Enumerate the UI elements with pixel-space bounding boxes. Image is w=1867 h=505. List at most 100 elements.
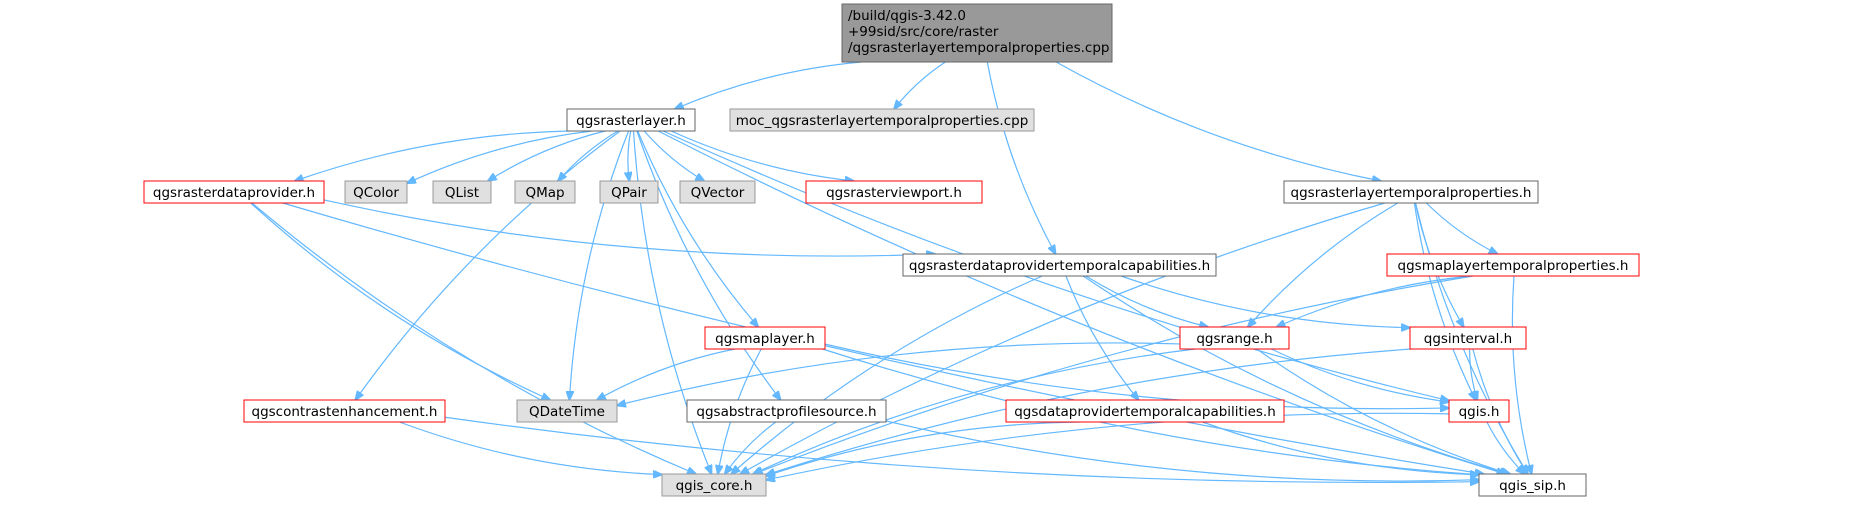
- node-qlist-label: QList: [445, 185, 479, 201]
- node-viewport[interactable]: qgsrasterviewport.h: [805, 180, 983, 204]
- node-rasterlayer[interactable]: qgsrasterlayer.h: [566, 108, 696, 132]
- node-rdptc-label: qgsrasterdataprovidertemporalcapabilitie…: [909, 258, 1210, 274]
- edge-mltp-to-sip: [1511, 275, 1531, 474]
- edge-dptc-to-sip: [1202, 421, 1479, 475]
- node-contrast-label: qgscontrastenhancement.h: [252, 404, 438, 420]
- node-qmap[interactable]: QMap: [514, 180, 576, 204]
- edge-rdptc-to-dptc: [1065, 275, 1139, 400]
- edge-qgis-to-sip: [1486, 421, 1525, 474]
- node-range-box: [1179, 326, 1290, 350]
- node-maplayer-box: [704, 326, 826, 350]
- node-rasterlayer-box: [566, 108, 696, 132]
- node-range[interactable]: qgsrange.h: [1179, 326, 1290, 350]
- edge-rasterlayer-to-contrast: [355, 130, 621, 400]
- node-sip[interactable]: qgis_sip.h: [1478, 473, 1587, 497]
- node-rdp[interactable]: qgsrasterdataprovider.h: [143, 180, 325, 204]
- edge-rasterlayer-to-sip: [657, 130, 1505, 474]
- edge-root-to-rltp: [1055, 61, 1381, 181]
- node-core-label: qgis_core.h: [676, 478, 753, 494]
- edge-rasterlayer-to-qgis: [662, 130, 1449, 401]
- node-qvector-label: QVector: [691, 185, 745, 201]
- node-qvector-box: [679, 180, 756, 204]
- edge-rdptc-to-range: [1085, 275, 1208, 327]
- edge-rltp-to-mltp: [1425, 202, 1497, 254]
- node-dptc[interactable]: qgsdataprovidertemporalcapabilities.h: [1005, 399, 1285, 423]
- node-sip-box: [1478, 473, 1587, 497]
- node-interval[interactable]: qgsinterval.h: [1409, 326, 1527, 350]
- node-root-label-line-2: /qgsrasterlayertemporalproperties.cpp: [848, 40, 1110, 56]
- node-aps[interactable]: qgsabstractprofilesource.h: [686, 399, 887, 423]
- node-contrast-box: [243, 399, 446, 423]
- node-rdp-box: [143, 180, 325, 204]
- node-viewport-box: [805, 180, 983, 204]
- node-core[interactable]: qgis_core.h: [661, 473, 767, 497]
- edge-contrast-to-sip: [444, 416, 1479, 482]
- node-rltp-label: qgsrasterlayertemporalproperties.h: [1291, 185, 1532, 201]
- node-qpair-box: [599, 180, 659, 204]
- node-rdptc[interactable]: qgsrasterdataprovidertemporalcapabilitie…: [902, 253, 1217, 277]
- edges-layer: [250, 61, 1532, 482]
- node-qgis[interactable]: qgis.h: [1448, 399, 1510, 423]
- edge-rasterlayer-to-qcolor: [407, 130, 593, 183]
- edge-maplayer-to-qdatetime: [597, 348, 736, 400]
- node-qlist[interactable]: QList: [432, 180, 492, 204]
- node-qmap-box: [514, 180, 576, 204]
- node-qmap-label: QMap: [525, 185, 564, 201]
- edge-range-to-qgis: [1271, 348, 1449, 402]
- node-qcolor[interactable]: QColor: [344, 180, 408, 204]
- node-rltp[interactable]: qgsrasterlayertemporalproperties.h: [1283, 180, 1539, 204]
- node-qlist-box: [432, 180, 492, 204]
- edge-root-to-rdptc: [986, 61, 1055, 254]
- node-rasterlayer-label: qgsrasterlayer.h: [576, 113, 686, 129]
- node-qdatetime-label: QDateTime: [529, 404, 605, 420]
- node-interval-label: qgsinterval.h: [1424, 331, 1513, 347]
- edge-dptc-to-core: [766, 421, 1081, 476]
- node-root[interactable]: /build/qgis-3.42.0+99sid/src/core/raster…: [841, 3, 1113, 63]
- node-qcolor-label: QColor: [353, 185, 399, 201]
- node-mltp-box: [1386, 253, 1640, 277]
- node-sip-label: qgis_sip.h: [1499, 478, 1566, 494]
- node-maplayer[interactable]: qgsmaplayer.h: [704, 326, 826, 350]
- edge-rasterlayer-to-qlist: [488, 130, 606, 181]
- edge-rdp-to-core: [251, 202, 696, 474]
- node-dptc-box: [1005, 399, 1285, 423]
- edge-rdp-to-sip: [282, 202, 1484, 474]
- node-moc[interactable]: moc_qgsrasterlayertemporalproperties.cpp: [729, 108, 1035, 132]
- node-qpair-label: QPair: [611, 185, 647, 201]
- edge-interval-to-qgis: [1469, 348, 1478, 400]
- edge-rasterlayer-to-viewport: [670, 130, 854, 181]
- edge-rasterlayer-to-qpair: [628, 130, 631, 181]
- node-aps-box: [686, 399, 887, 423]
- node-root-label-line-1: +99sid/src/core/raster: [848, 24, 999, 40]
- node-maplayer-label: qgsmaplayer.h: [715, 331, 815, 347]
- edge-aps-to-core: [725, 421, 777, 474]
- node-mltp-label: qgsmaplayertemporalproperties.h: [1398, 258, 1629, 274]
- node-qgis-box: [1448, 399, 1510, 423]
- node-interval-box: [1409, 326, 1527, 350]
- node-rdptc-box: [902, 253, 1217, 277]
- edge-rdptc-to-core: [731, 275, 1043, 474]
- edge-rasterlayer-to-maplayer: [637, 130, 758, 327]
- edge-rltp-to-qgis: [1413, 202, 1475, 400]
- node-range-label: qgsrange.h: [1196, 331, 1272, 347]
- edge-contrast-to-core: [399, 421, 662, 475]
- node-qdatetime[interactable]: QDateTime: [516, 399, 618, 423]
- node-rltp-box: [1283, 180, 1539, 204]
- node-contrast[interactable]: qgscontrastenhancement.h: [243, 399, 446, 423]
- edge-mltp-to-core: [754, 275, 1474, 474]
- node-dptc-label: qgsdataprovidertemporalcapabilities.h: [1014, 404, 1276, 420]
- edge-root-to-moc: [894, 61, 946, 109]
- node-qdatetime-box: [516, 399, 618, 423]
- node-aps-label: qgsabstractprofilesource.h: [696, 404, 876, 420]
- edge-rltp-to-core: [740, 202, 1385, 474]
- edge-rdp-to-rdptc: [323, 199, 935, 256]
- node-qpair[interactable]: QPair: [599, 180, 659, 204]
- node-qgis-label: qgis.h: [1459, 404, 1500, 420]
- node-mltp[interactable]: qgsmaplayertemporalproperties.h: [1386, 253, 1640, 277]
- node-qvector[interactable]: QVector: [679, 180, 756, 204]
- nodes-layer: /build/qgis-3.42.0+99sid/src/core/raster…: [143, 3, 1640, 497]
- node-core-box: [661, 473, 767, 497]
- edge-rdptc-to-sip: [1082, 275, 1509, 474]
- edge-maplayer-to-qgis: [824, 343, 1449, 409]
